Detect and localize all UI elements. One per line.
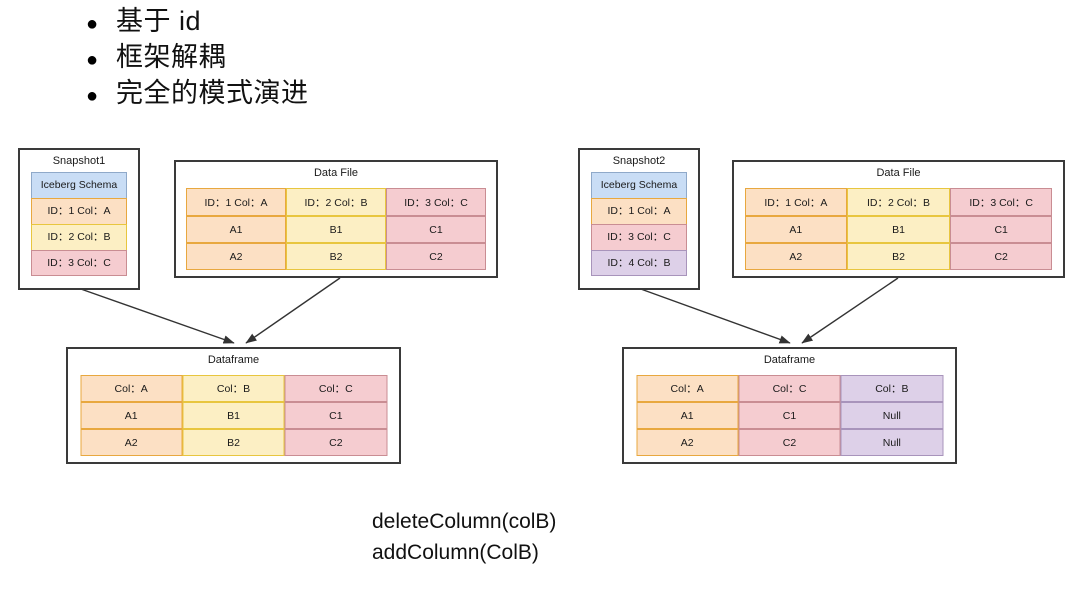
dataframe-left-cell-r0c2[interactable]: C1 (284, 402, 387, 429)
snapshot2-row-1[interactable]: ID：1 Col：A (591, 198, 687, 224)
datafile-left-header-1[interactable]: ID：2 Col：B (286, 188, 386, 216)
bullet-marker-icon: ● (86, 49, 99, 71)
bullet-label-2: 框架解耦 (116, 42, 226, 72)
dataframe-left-header-2[interactable]: Col：C (284, 375, 387, 402)
dataframe-right-header-2[interactable]: Col：B (840, 375, 943, 402)
datafile-left-header-0[interactable]: ID：1 Col：A (186, 188, 286, 216)
snapshot1-row-1[interactable]: ID：1 Col：A (31, 198, 127, 224)
datafile-right-header-1[interactable]: ID：2 Col：B (847, 188, 950, 216)
datafile-right-header-2[interactable]: ID：3 Col：C (949, 188, 1053, 216)
datafile-left-cell-r1c0[interactable]: A2 (186, 243, 286, 270)
dataframe-left-cell-r0c0[interactable]: A1 (80, 402, 183, 429)
dataframe-left-header-0[interactable]: Col：A (80, 375, 183, 402)
dataframe-right-cell-r0c2[interactable]: Null (840, 402, 943, 429)
snapshot1-row-3[interactable]: ID：3 Col：C (31, 250, 127, 276)
bullet-item-3: ● 完全的模式演进 (86, 76, 586, 112)
dataframe-right-cell-r1c2[interactable]: Null (840, 429, 943, 456)
datafile-left-header-2[interactable]: ID：3 Col：C (386, 188, 486, 216)
arrow-datafile-left-to-dataframe (245, 277, 341, 344)
snapshot1-title: Snapshot1 (52, 155, 106, 167)
snapshot2-row-0[interactable]: Iceberg Schema (591, 172, 687, 198)
datafile-right-header-0[interactable]: ID：1 Col：A (744, 188, 848, 216)
datafile-left-panel[interactable]: Data File ID：1 Col：A ID：2 Col：B ID：3 Col… (174, 160, 498, 278)
arrow-datafile-right-to-dataframe (801, 277, 899, 344)
bullet-label-3: 完全的模式演进 (116, 78, 309, 108)
dataframe-left-cell-r1c0[interactable]: A2 (80, 429, 183, 456)
datafile-left-cell-r1c2[interactable]: C2 (386, 243, 486, 270)
datafile-right-cell-r1c1[interactable]: B2 (847, 243, 950, 270)
bullet-marker-icon: ● (86, 85, 99, 107)
snapshot2-row-3[interactable]: ID：4 Col：B (591, 250, 687, 276)
dataframe-left-panel[interactable]: Dataframe Col：A Col：B Col：C A1 B1 C1 A2 … (66, 347, 401, 464)
snapshot1-row-2[interactable]: ID：2 Col：B (31, 224, 127, 250)
dataframe-right-header-1[interactable]: Col：C (738, 375, 841, 402)
datafile-left-cell-r0c2[interactable]: C1 (386, 216, 486, 243)
snapshot2-panel[interactable]: Snapshot2 Iceberg Schema ID：1 Col：A ID：3… (578, 148, 700, 290)
datafile-right-grid: ID：1 Col：A ID：2 Col：B ID：3 Col：C A1 B1 C… (744, 188, 1053, 270)
dataframe-right-cell-r0c1[interactable]: C1 (738, 402, 841, 429)
datafile-right-cell-r0c2[interactable]: C1 (949, 216, 1053, 243)
dataframe-left-grid: Col：A Col：B Col：C A1 B1 C1 A2 B2 C2 (80, 375, 387, 456)
dataframe-left-cell-r1c1[interactable]: B2 (182, 429, 285, 456)
snapshot2-row-2[interactable]: ID：3 Col：C (591, 224, 687, 250)
dataframe-right-cell-r0c0[interactable]: A1 (636, 402, 739, 429)
datafile-left-cell-r0c1[interactable]: B1 (286, 216, 386, 243)
dataframe-right-panel[interactable]: Dataframe Col：A Col：C Col：B A1 C1 Null A… (622, 347, 957, 464)
snapshot2-title: Snapshot2 (612, 155, 666, 167)
datafile-left-grid: ID：1 Col：A ID：2 Col：B ID：3 Col：C A1 B1 C… (186, 188, 486, 270)
dataframe-left-header-1[interactable]: Col：B (182, 375, 285, 402)
datafile-right-cell-r1c2[interactable]: C2 (949, 243, 1053, 270)
bullet-marker-icon: ● (86, 13, 99, 35)
dataframe-right-cell-r1c1[interactable]: C2 (738, 429, 841, 456)
datafile-left-cell-r1c1[interactable]: B2 (286, 243, 386, 270)
snapshot2-schema-stack: Iceberg Schema ID：1 Col：A ID：3 Col：C ID：… (591, 172, 687, 276)
bullet-label-1: 基于 id (116, 6, 202, 36)
dataframe-left-cell-r1c2[interactable]: C2 (284, 429, 387, 456)
snapshot1-panel[interactable]: Snapshot1 Iceberg Schema ID：1 Col：A ID：2… (18, 148, 140, 290)
snapshot1-schema-stack: Iceberg Schema ID：1 Col：A ID：2 Col：B ID：… (31, 172, 127, 276)
caption-add-column: addColumn(ColB) (372, 541, 539, 564)
datafile-right-cell-r1c0[interactable]: A2 (744, 243, 848, 270)
datafile-right-cell-r0c0[interactable]: A1 (744, 216, 848, 243)
operation-caption-block: deleteColumn(colB) addColumn(ColB) (372, 506, 556, 568)
bullet-item-2: ● 框架解耦 (86, 40, 586, 76)
datafile-right-title: Data File (876, 167, 921, 179)
dataframe-right-title: Dataframe (763, 354, 816, 366)
datafile-right-cell-r0c1[interactable]: B1 (847, 216, 950, 243)
arrow-snapshot1-to-dataframe (77, 287, 235, 344)
bullet-list: ● 基于 id ● 框架解耦 ● 完全的模式演进 (86, 4, 586, 112)
datafile-left-cell-r0c0[interactable]: A1 (186, 216, 286, 243)
dataframe-left-title: Dataframe (207, 354, 260, 366)
dataframe-right-grid: Col：A Col：C Col：B A1 C1 Null A2 C2 Null (636, 375, 943, 456)
bullet-item-1: ● 基于 id (86, 4, 586, 40)
arrow-snapshot2-to-dataframe (637, 287, 791, 344)
dataframe-right-cell-r1c0[interactable]: A2 (636, 429, 739, 456)
dataframe-left-cell-r0c1[interactable]: B1 (182, 402, 285, 429)
dataframe-right-header-0[interactable]: Col：A (636, 375, 739, 402)
datafile-right-panel[interactable]: Data File ID：1 Col：A ID：2 Col：B ID：3 Col… (732, 160, 1065, 278)
datafile-left-title: Data File (313, 167, 359, 179)
snapshot1-row-0[interactable]: Iceberg Schema (31, 172, 127, 198)
caption-delete-column: deleteColumn(colB) (372, 510, 557, 533)
